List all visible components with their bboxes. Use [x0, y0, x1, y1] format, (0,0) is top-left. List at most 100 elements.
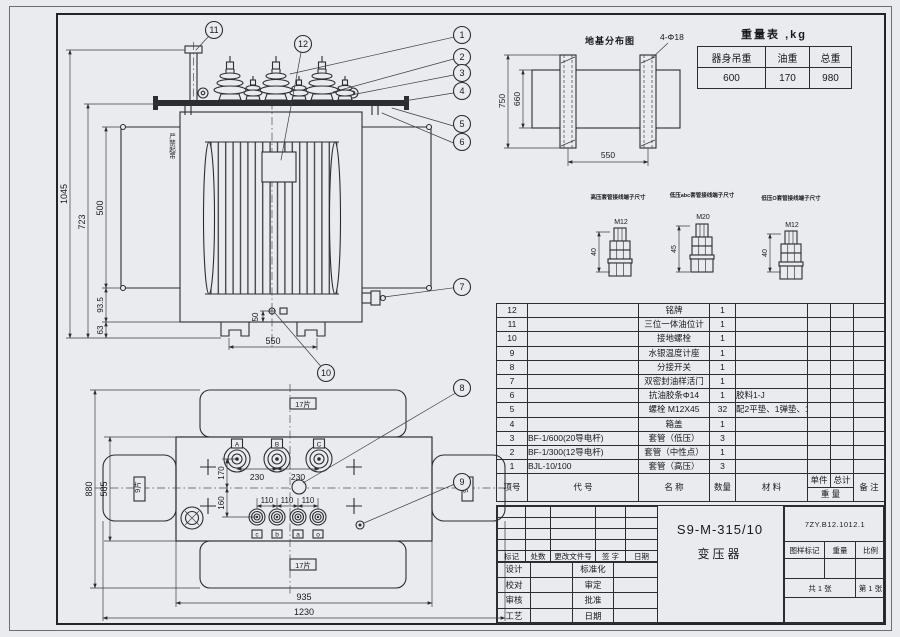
- weight-value-total: 980: [809, 67, 852, 89]
- callout-4: 4: [452, 81, 472, 101]
- callout-7: 7: [452, 277, 472, 297]
- terminal-details: 高压套管接线端子尺寸 M12 40 低压abc套管接线端子尺寸 M20 45 低…: [590, 191, 821, 280]
- svg-text:a: a: [296, 532, 300, 539]
- svg-text:低压abc套管接线端子尺寸: 低压abc套管接线端子尺寸: [669, 191, 735, 199]
- product-model: S9-M-315/10: [676, 522, 764, 537]
- no-lifting-warning: 严禁起吊: [168, 133, 176, 161]
- svg-text:4: 4: [459, 86, 464, 96]
- svg-text:地基分布图: 地基分布图: [585, 35, 635, 46]
- svg-text:9片: 9片: [132, 481, 142, 493]
- svg-text:M20: M20: [696, 214, 710, 221]
- svg-text:C: C: [317, 442, 322, 449]
- svg-text:1045: 1045: [59, 184, 69, 204]
- sheet-outer-border: [9, 6, 892, 631]
- callout-9: 9: [452, 472, 472, 492]
- svg-text:550: 550: [601, 150, 615, 160]
- drawing-info-box: 7ZY.B12.1012.1 图样标记 重量 比例 共 1 张 第 1 张: [783, 506, 887, 624]
- svg-text:9: 9: [459, 477, 464, 487]
- drawing-number: 7ZY.B12.1012.1: [783, 506, 887, 542]
- callout-3: 3: [452, 63, 472, 83]
- weight-header-oil: 油重: [765, 46, 810, 68]
- svg-text:高压套管接线端子尺寸: 高压套管接线端子尺寸: [590, 193, 646, 201]
- svg-text:170: 170: [217, 466, 226, 480]
- oil-drain-plan: [291, 479, 307, 495]
- svg-text:1: 1: [459, 30, 464, 40]
- svg-text:40: 40: [762, 249, 769, 257]
- svg-text:6: 6: [459, 137, 464, 147]
- svg-text:500: 500: [95, 200, 105, 215]
- parts-header-row: 项号 代 号 名 称 数量 材 料 单件 总计 备 注: [496, 473, 885, 503]
- svg-text:10: 10: [321, 368, 331, 378]
- svg-text:c: c: [255, 532, 259, 539]
- weight-table: 重量表 ,kg 器身吊重 油重 总重 600 170 980: [697, 26, 852, 89]
- svg-text:45: 45: [671, 245, 678, 253]
- callout-5: 5: [452, 114, 472, 134]
- svg-text:160: 160: [217, 496, 226, 510]
- title-block: 标记 处数 更改文件号 签 字 日期 设计标准化 校对审定 审核批准 工艺日期 …: [496, 505, 887, 624]
- svg-text:40: 40: [591, 248, 598, 256]
- anchor-hole-label: 4-Φ18: [660, 32, 684, 42]
- callout-balloons: 1 2 3 4 5 6 7 8 9 10 11 12: [195, 20, 472, 524]
- svg-text:50: 50: [251, 312, 260, 321]
- callout-11: 11: [204, 20, 224, 40]
- svg-text:12: 12: [298, 39, 308, 49]
- svg-text:11: 11: [209, 25, 218, 35]
- svg-text:660: 660: [512, 92, 522, 106]
- svg-text:110: 110: [281, 496, 294, 505]
- svg-text:5: 5: [459, 119, 464, 129]
- weight-header-total: 总重: [809, 46, 852, 68]
- hv-bushing-front: [213, 55, 247, 101]
- svg-text:230: 230: [250, 472, 264, 482]
- parts-header-row2: 重 量: [497, 487, 885, 503]
- foundation-dimensions: 750 660 550: [497, 54, 649, 166]
- svg-text:93.5: 93.5: [96, 297, 105, 313]
- svg-text:880: 880: [84, 481, 94, 496]
- nameplate: [261, 151, 297, 183]
- svg-text:550: 550: [265, 336, 280, 346]
- product-title-box: S9-M-315/10 变压器: [657, 506, 784, 624]
- front-view: 严禁起吊 550: [59, 42, 433, 350]
- svg-text:o: o: [316, 532, 320, 539]
- callout-6: 6: [452, 132, 472, 152]
- svg-text:935: 935: [296, 592, 311, 602]
- svg-text:M12: M12: [785, 222, 799, 229]
- weight-value-body: 600: [697, 67, 766, 89]
- svg-text:585: 585: [99, 481, 109, 496]
- drain-valve: [361, 290, 387, 306]
- callout-8: 8: [452, 378, 472, 398]
- svg-text:1230: 1230: [294, 607, 314, 617]
- hv-bushings-plan: A B C: [223, 438, 333, 473]
- plan-dimensions: 230 230 110 110 110 170 160 585 880: [84, 389, 506, 621]
- svg-text:110: 110: [261, 496, 274, 505]
- foot-right: [296, 322, 326, 337]
- plan-view: 17片 17片 9片 9片 A B C c b: [84, 384, 512, 621]
- svg-text:3: 3: [459, 68, 464, 78]
- svg-text:2: 2: [459, 52, 464, 62]
- svg-text:110: 110: [302, 496, 315, 505]
- front-dimensions: 550 50 1045 723 500 93.5 63: [59, 49, 318, 350]
- callout-1: 1: [452, 25, 472, 45]
- svg-text:7: 7: [459, 282, 464, 292]
- weight-header-body: 器身吊重: [697, 46, 766, 68]
- svg-text:17片: 17片: [295, 560, 311, 570]
- svg-text:b: b: [275, 532, 279, 539]
- svg-text:63: 63: [96, 325, 105, 334]
- svg-text:A: A: [235, 442, 240, 449]
- sheet-inner-frame: [56, 13, 886, 625]
- svg-text:230: 230: [291, 472, 305, 482]
- svg-text:750: 750: [497, 94, 507, 108]
- foot-left: [220, 322, 250, 337]
- product-name: 变压器: [697, 547, 743, 561]
- sheet-count-row: 共 1 张 第 1 张: [784, 578, 887, 598]
- lv-bushing-front: [243, 75, 263, 101]
